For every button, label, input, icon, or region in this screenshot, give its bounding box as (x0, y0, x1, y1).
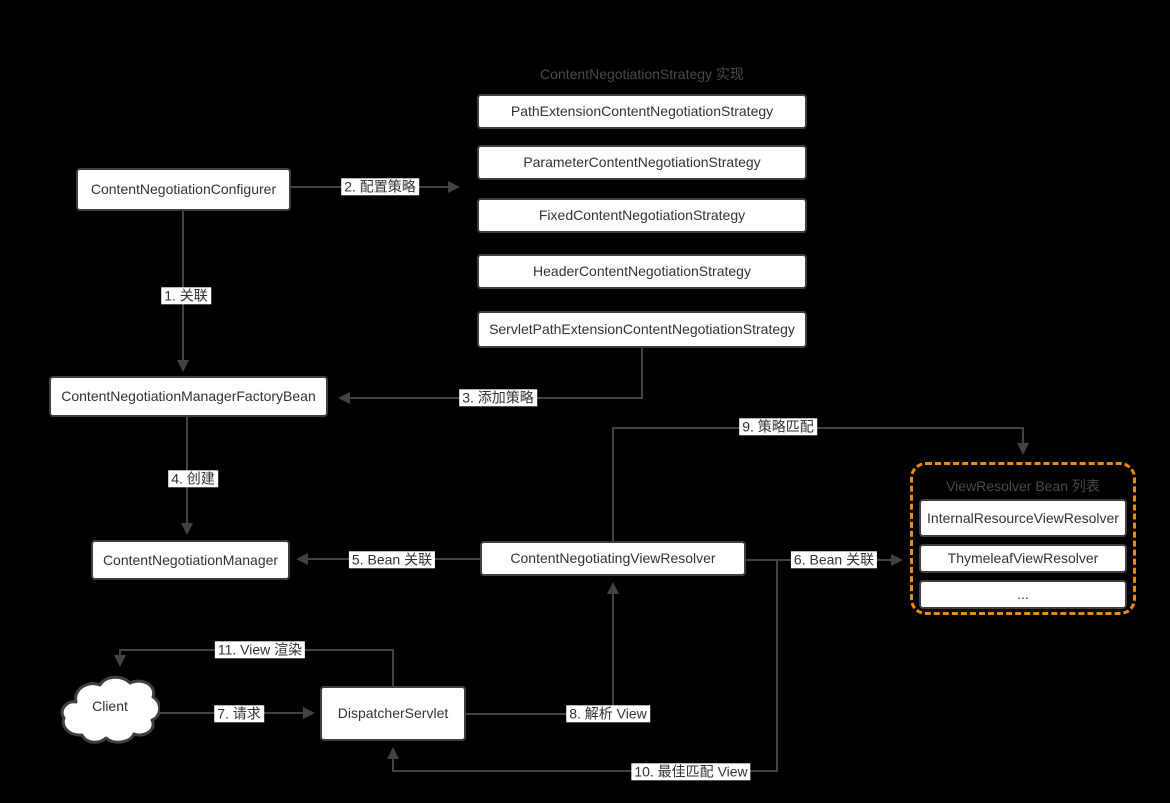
node-content-negotiation-manager-factory-bean: ContentNegotiationManagerFactoryBean (49, 376, 328, 417)
node-viewresolver-ellipsis: ... (919, 580, 1127, 609)
node-thymeleaf-view-resolver: ThymeleafViewResolver (919, 544, 1127, 573)
node-dispatcher-servlet: DispatcherServlet (320, 686, 466, 741)
node-header-strategy: HeaderContentNegotiationStrategy (477, 254, 807, 289)
node-path-extension-strategy: PathExtensionContentNegotiationStrategy (477, 94, 807, 129)
viewresolver-group-title: ViewResolver Bean 列表 (946, 478, 1100, 494)
edge-label-4: 4. 创建 (168, 470, 218, 488)
cloud-icon (60, 675, 162, 744)
edge-label-9: 9. 策略匹配 (739, 418, 817, 436)
edge-3-add-strategy (338, 348, 643, 404)
edge-label-1: 1. 关联 (161, 287, 211, 305)
edge-label-6: 6. Bean 关联 (790, 551, 878, 569)
node-content-negotiation-configurer: ContentNegotiationConfigurer (76, 168, 291, 211)
edge-label-3: 3. 添加策略 (459, 389, 537, 407)
node-parameter-strategy: ParameterContentNegotiationStrategy (477, 145, 807, 180)
node-client-cloud: Client (60, 668, 162, 758)
viewresolver-bean-list-group: ViewResolver Bean 列表 InternalResourceVie… (910, 462, 1136, 615)
edge-label-5: 5. Bean 关联 (348, 551, 436, 569)
node-servlet-path-extension-strategy: ServletPathExtensionContentNegotiationSt… (477, 311, 807, 348)
edge-label-7: 7. 请求 (214, 705, 264, 723)
node-fixed-strategy: FixedContentNegotiationStrategy (477, 198, 807, 233)
edge-label-8: 8. 解析 View (566, 705, 650, 723)
node-internal-resource-view-resolver: InternalResourceViewResolver (919, 499, 1127, 537)
edge-label-10: 10. 最佳匹配 View (631, 763, 751, 781)
edge-9-strategy-match (612, 427, 1029, 541)
edge-label-11: 11. View 渲染 (214, 641, 306, 659)
node-content-negotiation-manager: ContentNegotiationManager (91, 540, 290, 580)
node-content-negotiating-view-resolver: ContentNegotiatingViewResolver (480, 541, 746, 576)
strategy-group-title: ContentNegotiationStrategy 实现 (540, 66, 744, 82)
edge-8-resolve-view (466, 582, 619, 715)
edge-10-best-match-view (387, 560, 778, 772)
edge-label-2: 2. 配置策略 (341, 178, 419, 196)
client-label: Client (92, 698, 128, 714)
